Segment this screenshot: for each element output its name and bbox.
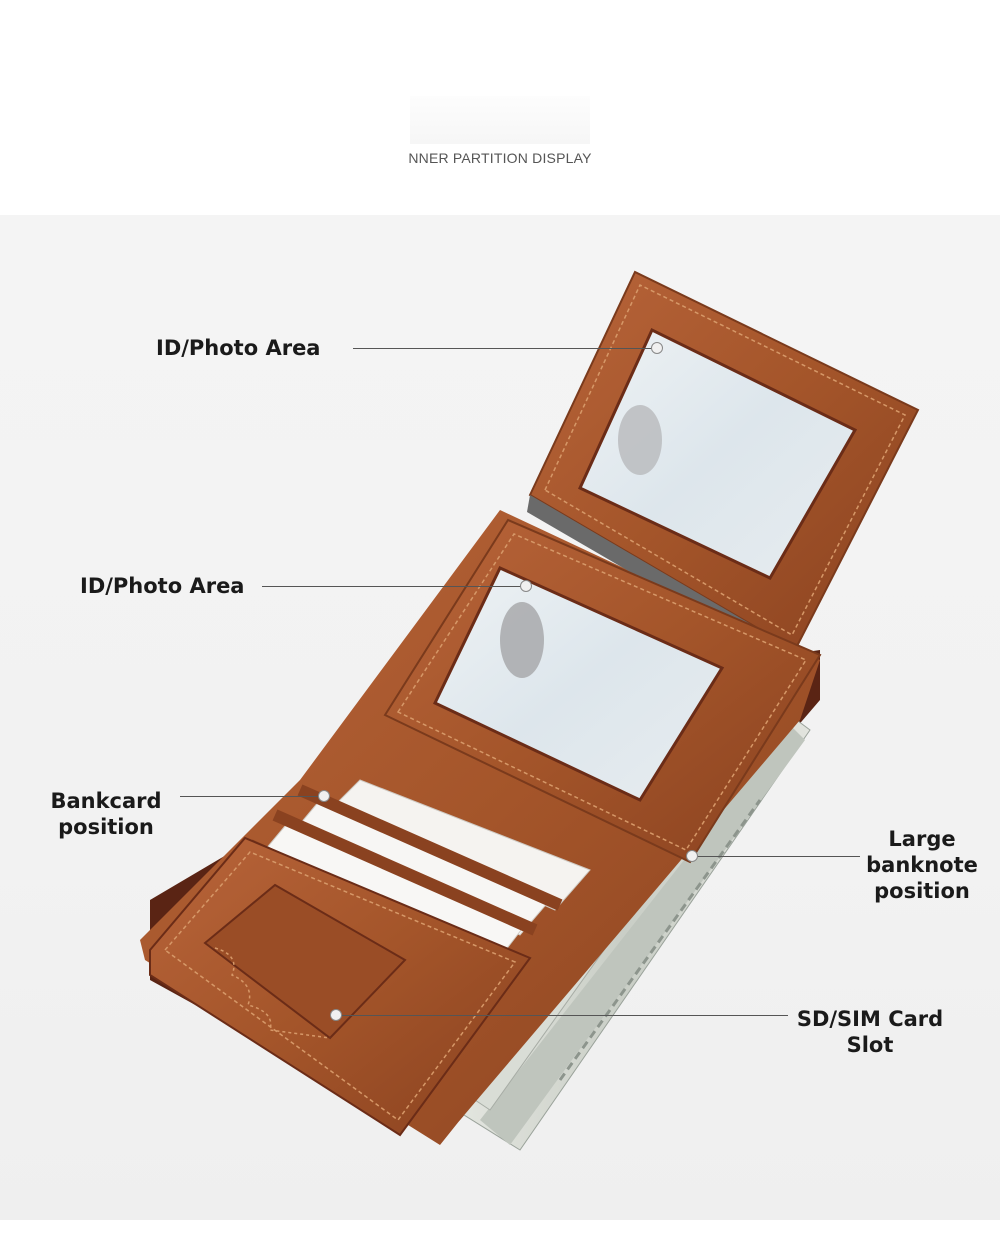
label-text: ID/Photo Area [156, 336, 321, 360]
label-id-photo-area-middle: ID/Photo Area [80, 573, 244, 599]
label-line: position [874, 879, 970, 903]
label-text: ID/Photo Area [80, 574, 245, 598]
label-line: SD/SIM Card [796, 1007, 944, 1031]
middle-id-flap [383, 518, 822, 864]
page-footer [0, 1220, 1000, 1235]
callout-line-sd-sim [336, 1015, 788, 1016]
callout-line-bankcard [180, 796, 320, 797]
label-id-photo-area-top: ID/Photo Area [156, 335, 320, 361]
label-line: banknote [866, 853, 978, 877]
circle-dot-icon [330, 1009, 342, 1021]
label-line: position [58, 815, 154, 839]
front-card-pocket [149, 836, 532, 1137]
circle-dot-icon [686, 850, 698, 862]
label-line: Bankcard [50, 789, 162, 813]
label-sd-sim-card-slot: SD/SIM Card Slot [790, 1006, 950, 1058]
circle-dot-icon [520, 580, 532, 592]
page-header: NNER PARTITION DISPLAY [0, 0, 1000, 215]
label-large-banknote-position: Large banknote position [858, 826, 986, 904]
header-decor-bar [410, 96, 590, 144]
circle-dot-icon [318, 790, 330, 802]
label-line: Large [888, 827, 956, 851]
header-title: NNER PARTITION DISPLAY [408, 150, 592, 166]
callout-line-id-middle [262, 586, 522, 587]
top-id-flap [527, 270, 920, 665]
label-line: Slot [846, 1033, 894, 1057]
circle-dot-icon [651, 342, 663, 354]
label-bankcard-position: Bankcard position [40, 788, 172, 840]
callout-line-banknote [692, 856, 860, 857]
card-slots [247, 779, 591, 966]
callout-line-id-top [353, 348, 653, 349]
